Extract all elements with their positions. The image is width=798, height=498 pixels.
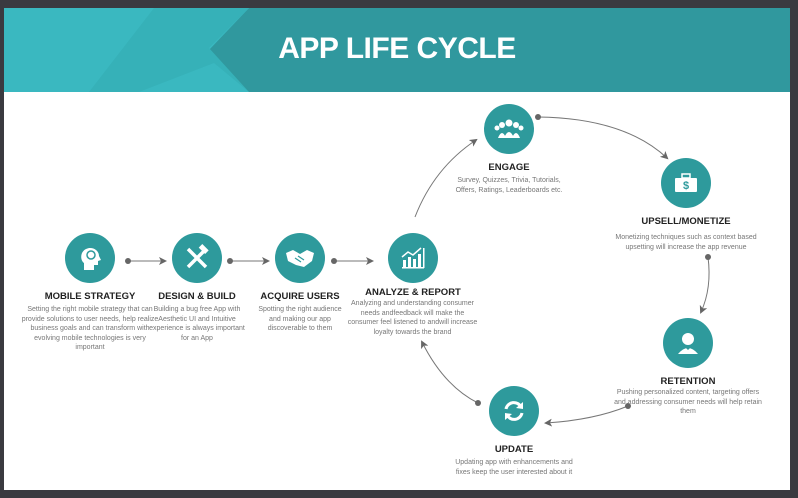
arrow-retention-update	[544, 405, 629, 427]
group-icon	[484, 104, 534, 154]
cycle-arrows	[125, 114, 711, 427]
infographic: APP LIFE CYCLE MOBILE STRATEGY Setting t…	[4, 8, 790, 490]
brain-head-icon	[65, 233, 115, 283]
handshake-icon	[275, 233, 325, 283]
header-decoration	[4, 8, 249, 92]
hammer-wrench-icon	[172, 233, 222, 283]
stage-acquire-users: ACQUIRE USERS Spotting the right audienc…	[215, 233, 385, 334]
stage-mobile-strategy: MOBILE STRATEGY Setting the right mobile…	[5, 233, 175, 353]
user-heart-icon	[663, 318, 713, 368]
stage-analyze-report: ANALYZE & REPORT Analyzing and understan…	[328, 233, 498, 337]
bar-chart-icon	[388, 233, 438, 283]
header-banner: APP LIFE CYCLE	[4, 8, 790, 92]
arrow-upsell-retention	[699, 256, 710, 314]
svg-text:$: $	[683, 180, 689, 192]
stage-upsell-monetize: $ UPSELL/MONETIZE Monetizing techniques …	[601, 158, 771, 252]
arrow-engage-upsell	[537, 116, 669, 160]
money-briefcase-icon: $	[661, 158, 711, 208]
stage-engage: ENGAGE Survey, Quizzes, Trivia, Tutorial…	[424, 104, 594, 195]
arrow-analyze-engage	[414, 138, 478, 218]
stage-retention: RETENTION Pushing personalized content, …	[603, 318, 773, 417]
stage-update: UPDATE Updating app with enhancements an…	[429, 386, 599, 477]
page-title: APP LIFE CYCLE	[278, 32, 516, 65]
stage-design-build: DESIGN & BUILD Building a bug free App w…	[112, 233, 282, 343]
refresh-icon	[489, 386, 539, 436]
arrow-update-analyze	[421, 340, 479, 404]
